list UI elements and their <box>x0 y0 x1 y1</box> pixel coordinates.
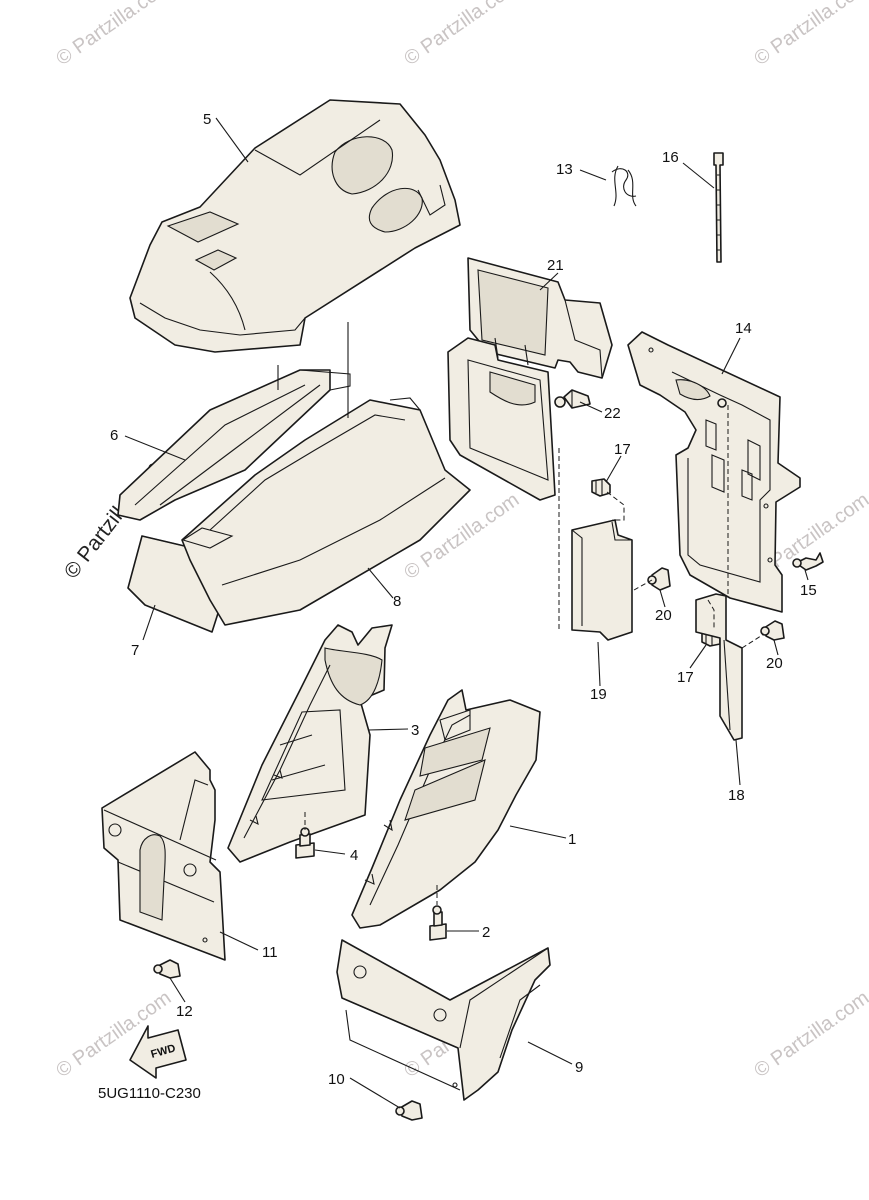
callout-18[interactable]: 18 <box>728 787 745 804</box>
part-22-screw[interactable] <box>554 389 591 409</box>
callout-5[interactable]: 5 <box>203 111 211 128</box>
callout-15[interactable]: 15 <box>800 582 817 599</box>
part-21-box[interactable] <box>467 257 613 379</box>
callout-1[interactable]: 1 <box>568 831 576 848</box>
assembly-lines <box>277 322 765 905</box>
part-14-right-panel[interactable] <box>627 331 801 613</box>
part-10-screw[interactable] <box>395 1100 423 1121</box>
part-20-screw-lower[interactable] <box>760 620 785 641</box>
part-2-screw[interactable] <box>429 905 447 941</box>
watermark-text: © Partzilla.com <box>400 0 523 70</box>
callout-16[interactable]: 16 <box>662 149 679 166</box>
callout-22[interactable]: 22 <box>604 405 621 422</box>
callout-21[interactable]: 21 <box>547 257 564 274</box>
callout-19[interactable]: 19 <box>590 686 607 703</box>
callout-labels: 5 6 7 8 21 13 16 22 14 17 15 20 19 17 20… <box>110 111 817 1088</box>
part-20-screw-upper[interactable] <box>647 567 671 591</box>
leader-lines <box>124 117 809 1109</box>
part-9-lower-bracket[interactable] <box>336 939 551 1101</box>
callout-20-lower[interactable]: 20 <box>766 655 783 672</box>
part-6-side-strip[interactable] <box>117 369 351 521</box>
part-11-lower-bracket[interactable] <box>101 751 226 961</box>
callout-14[interactable]: 14 <box>735 320 752 337</box>
callout-7[interactable]: 7 <box>131 642 139 659</box>
part-16-cable-tie[interactable] <box>713 152 724 263</box>
part-15-screw[interactable] <box>792 552 824 571</box>
callout-12[interactable]: 12 <box>176 1003 193 1020</box>
part-12-screw[interactable] <box>153 959 181 979</box>
part-1-outer-panel[interactable] <box>351 689 541 929</box>
callout-8[interactable]: 8 <box>393 593 401 610</box>
part-18-strip[interactable] <box>695 593 743 741</box>
callout-4[interactable]: 4 <box>350 847 358 864</box>
part-22-panel[interactable] <box>447 337 556 501</box>
callout-10[interactable]: 10 <box>328 1071 345 1088</box>
watermark-text: © Partzilla.com <box>750 987 869 1082</box>
callout-17-lower[interactable]: 17 <box>677 669 694 686</box>
watermark-text: © Partzilla.com <box>52 0 175 70</box>
part-17-clip-upper[interactable] <box>591 478 611 497</box>
part-19-lower-panel[interactable] <box>571 519 633 641</box>
diagram-code: 5UG1110-C230 <box>98 1085 201 1102</box>
callout-17-upper[interactable]: 17 <box>614 441 631 458</box>
watermark-text: © Partzilla.com <box>750 0 869 70</box>
callout-13[interactable]: 13 <box>556 161 573 178</box>
part-13-clip[interactable] <box>611 165 637 207</box>
callout-6[interactable]: 6 <box>110 427 118 444</box>
callout-9[interactable]: 9 <box>575 1059 583 1076</box>
callout-20-upper[interactable]: 20 <box>655 607 672 624</box>
part-8-seat-base[interactable] <box>181 397 471 626</box>
part-3-inner-panel[interactable] <box>227 624 393 863</box>
fwd-arrow-icon: FWD <box>129 1025 187 1079</box>
part-5-top-cover[interactable] <box>129 99 461 353</box>
callout-2[interactable]: 2 <box>482 924 490 941</box>
callout-11[interactable]: 11 <box>262 944 278 961</box>
callout-3[interactable]: 3 <box>411 722 419 739</box>
part-4-screw[interactable] <box>295 827 315 859</box>
